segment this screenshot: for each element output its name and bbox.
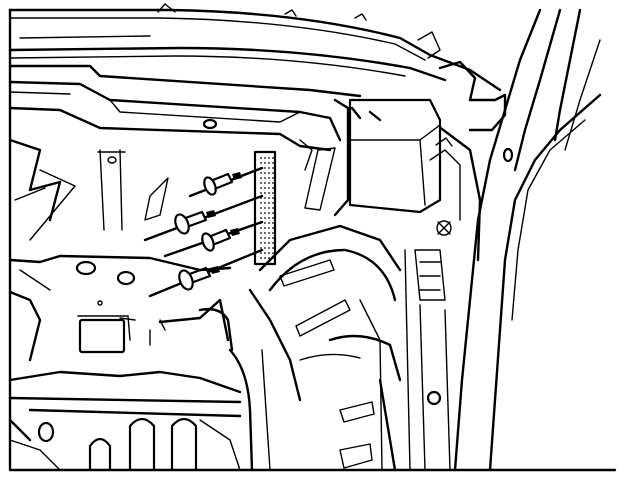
perforation-dot xyxy=(272,177,274,179)
perforation-dot xyxy=(264,197,266,199)
perforation-dot xyxy=(260,192,262,194)
perforation-dot xyxy=(260,217,262,219)
perforated-strip xyxy=(253,150,277,266)
perforation-dot xyxy=(260,247,262,249)
perforation-dot xyxy=(268,222,270,224)
perforation-dot xyxy=(268,247,270,249)
perforation-dot xyxy=(268,182,270,184)
pillar xyxy=(404,8,602,472)
rivet-3 xyxy=(163,220,264,258)
perforation-dot xyxy=(268,227,270,229)
perforation-dot xyxy=(264,227,266,229)
lower-floor-panel xyxy=(8,370,242,471)
rivet-2 xyxy=(143,194,264,242)
perforation-dot xyxy=(272,247,274,249)
perforation-dot xyxy=(272,172,274,174)
perforation-dot xyxy=(260,177,262,179)
perforation-dot xyxy=(260,172,262,174)
perforation-dot xyxy=(272,227,274,229)
perforation-dot xyxy=(268,242,270,244)
perforation-dot xyxy=(268,217,270,219)
perforation-dot xyxy=(272,167,274,169)
bracket xyxy=(299,98,461,236)
inner-panel xyxy=(8,138,234,362)
perforation-dot xyxy=(268,202,270,204)
perforation-dot xyxy=(264,207,266,209)
perforation-dot xyxy=(264,187,266,189)
perforation-dot xyxy=(268,172,270,174)
perforation-dot xyxy=(264,192,266,194)
perforation-dot xyxy=(264,237,266,239)
perforation-dot xyxy=(272,217,274,219)
perforation-dot xyxy=(260,232,262,234)
perforation-dot xyxy=(268,252,270,254)
perforation-dot xyxy=(272,182,274,184)
perforation-dot xyxy=(268,237,270,239)
perforation-dot xyxy=(268,232,270,234)
perforation-dot xyxy=(268,207,270,209)
perforation-dot xyxy=(264,157,266,159)
perforation-dot xyxy=(268,162,270,164)
perforation-dot xyxy=(268,167,270,169)
perforation-dot xyxy=(272,232,274,234)
perforation-dot xyxy=(260,227,262,229)
perforation-dot xyxy=(264,252,266,254)
perforation-dot xyxy=(260,182,262,184)
perforation-dot xyxy=(260,207,262,209)
perforation-dot xyxy=(272,242,274,244)
perforation-dot xyxy=(264,222,266,224)
perforation-dot xyxy=(272,212,274,214)
perforation-dot xyxy=(260,162,262,164)
perforation-dot xyxy=(268,192,270,194)
perforation-dot xyxy=(264,202,266,204)
perforation-dot xyxy=(268,212,270,214)
perforation-dot xyxy=(264,257,266,259)
perforation-dot xyxy=(272,187,274,189)
perforation-dot xyxy=(272,202,274,204)
perforation-dot xyxy=(268,197,270,199)
perforation-dot xyxy=(272,237,274,239)
perforation-dot xyxy=(272,162,274,164)
perforation-dot xyxy=(268,257,270,259)
center-panel xyxy=(228,224,402,472)
perforation-dot xyxy=(272,157,274,159)
rivet-1 xyxy=(188,166,264,198)
rivet-fasteners xyxy=(143,166,264,298)
perforation-dot xyxy=(268,187,270,189)
perforation-dot xyxy=(260,242,262,244)
perforation-dot xyxy=(260,237,262,239)
perforation-dot xyxy=(264,217,266,219)
perforation-dot xyxy=(272,207,274,209)
perforation-dot xyxy=(264,172,266,174)
perforation-dot xyxy=(264,162,266,164)
perforation-dot xyxy=(264,167,266,169)
perforation-dot xyxy=(260,157,262,159)
rivet-4 xyxy=(148,248,264,298)
perforation-dot xyxy=(268,177,270,179)
perforation-dot xyxy=(260,252,262,254)
perforation-dot xyxy=(264,232,266,234)
perforation-dot xyxy=(268,157,270,159)
perforation-dot xyxy=(260,202,262,204)
perforation-dot xyxy=(272,222,274,224)
perforation-dot xyxy=(260,212,262,214)
perforation-dot xyxy=(264,177,266,179)
perforation-dot xyxy=(264,182,266,184)
perforation-dot xyxy=(264,212,266,214)
perforation-dot xyxy=(272,252,274,254)
perforation-dot xyxy=(260,187,262,189)
upper-rail xyxy=(8,3,502,152)
perforation-dot xyxy=(264,242,266,244)
perforation-dot xyxy=(272,197,274,199)
perforation-dot xyxy=(272,192,274,194)
perforation-dot xyxy=(264,247,266,249)
perforation-dot xyxy=(260,257,262,259)
